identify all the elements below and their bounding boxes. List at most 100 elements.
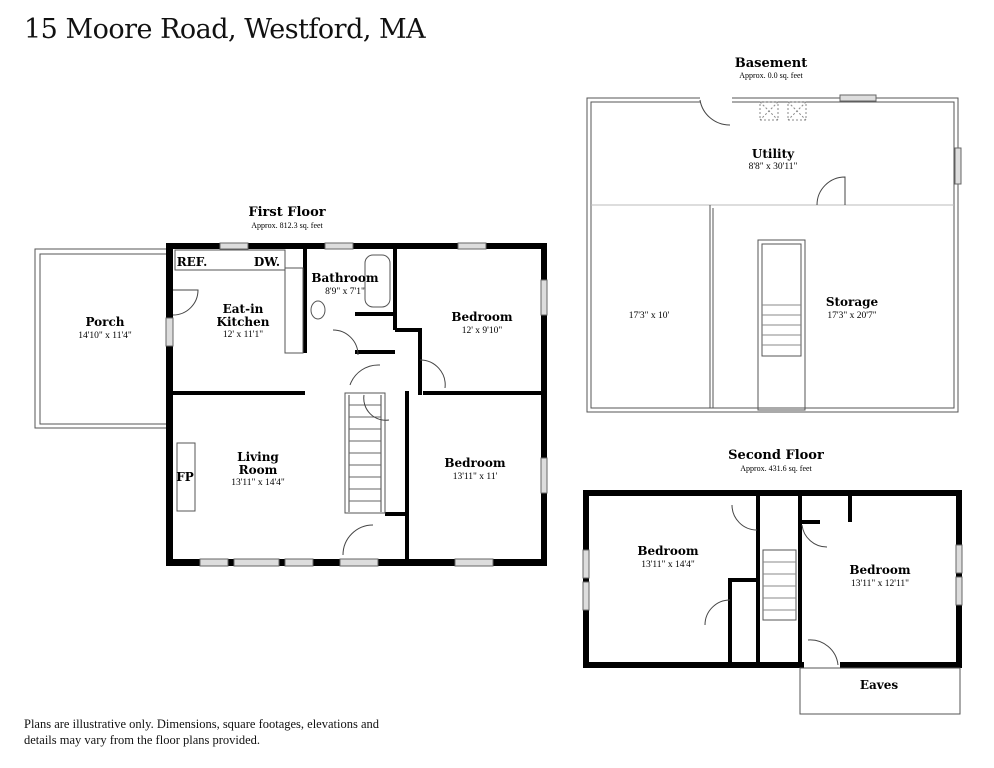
bathtub-icon — [364, 254, 391, 308]
second-floor-area: Approx. 431.6 sq. feet — [740, 464, 812, 473]
living-name-2: Room — [239, 463, 278, 477]
wall — [418, 328, 422, 395]
dw-label: DW. — [254, 255, 280, 269]
utility-name: Utility — [752, 147, 795, 161]
wall — [355, 350, 395, 354]
basement-plan: Basement Approx. 0.0 sq. feet Utility 8'… — [586, 56, 962, 413]
first-floor-title: First Floor — [248, 205, 325, 220]
window — [284, 558, 314, 567]
window — [954, 147, 962, 185]
window — [457, 242, 487, 250]
bedroom-1-name: Bedroom — [451, 310, 512, 324]
second-bedroom-2-name: Bedroom — [849, 563, 910, 577]
second-bedroom-1-dim: 13'11" x 14'4" — [641, 560, 695, 570]
door-swing — [332, 329, 359, 356]
wall — [393, 245, 397, 330]
second-floor-stairs — [762, 549, 797, 621]
basement-outline — [586, 97, 959, 413]
door-opening — [804, 660, 840, 670]
second-floor-title: Second Floor — [728, 448, 824, 463]
door-swing — [807, 639, 839, 666]
wall — [173, 391, 305, 395]
bathroom-name: Bathroom — [311, 271, 379, 285]
door-swing — [342, 524, 374, 556]
disclaimer-text: Plans are illustrative only. Dimensions,… — [24, 717, 380, 747]
property-title: 15 Moore Road, Westford, MA — [24, 14, 426, 45]
porch-name: Porch — [85, 315, 124, 329]
window — [219, 242, 249, 250]
stair-treads — [349, 404, 381, 502]
window — [324, 242, 354, 250]
wall — [583, 662, 962, 668]
storage-name: Storage — [826, 295, 879, 309]
utility-dim: 8'8" x 30'11" — [749, 162, 798, 172]
wall — [728, 578, 732, 664]
wall — [423, 391, 543, 395]
stairs — [344, 392, 386, 514]
eaves-outline — [799, 667, 961, 715]
wall — [798, 496, 802, 666]
storage-dim: 17'3" x 20'7" — [827, 311, 876, 321]
door-swing — [731, 504, 758, 531]
wall — [583, 490, 962, 496]
second-floor-plan: Second Floor Approx. 431.6 sq. feet — [582, 448, 963, 715]
living-dim: 13'11" x 14'4" — [231, 478, 285, 488]
living-name-1: Living — [237, 450, 279, 464]
window — [582, 581, 590, 611]
door-swing — [699, 99, 731, 126]
window — [955, 544, 963, 574]
bathroom-dim: 8'9" x 7'1" — [325, 287, 365, 297]
column-markers — [759, 101, 807, 121]
window — [582, 549, 590, 579]
door-swing — [363, 394, 390, 421]
wall — [728, 578, 758, 582]
door-swing — [349, 364, 381, 386]
window — [540, 279, 548, 316]
wall — [303, 245, 307, 353]
sink-icon — [310, 300, 326, 320]
front-door-threshold — [339, 558, 379, 567]
stair-flight — [761, 243, 802, 357]
door-swing — [704, 599, 731, 626]
wall — [583, 490, 589, 668]
window — [955, 576, 963, 606]
stair-treads — [762, 304, 801, 346]
wall — [166, 243, 547, 249]
unnamed-room-dim: 17'3" x 10' — [629, 311, 670, 321]
wall — [405, 391, 409, 561]
fp-label: FP — [176, 470, 194, 484]
door-swing — [801, 524, 828, 548]
wall — [385, 512, 407, 516]
basement-title: Basement — [735, 56, 807, 71]
wall — [541, 243, 547, 566]
wall — [355, 312, 395, 316]
window — [540, 457, 548, 494]
door-opening — [700, 96, 732, 104]
window — [165, 317, 174, 347]
kitchen-name-1: Eat-in — [223, 302, 264, 316]
wall — [800, 520, 820, 524]
wall — [395, 328, 421, 332]
kitchen-name-2: Kitchen — [217, 315, 270, 329]
door-swing — [816, 176, 846, 206]
window — [233, 558, 280, 567]
wall — [848, 496, 852, 522]
bedroom-2-name: Bedroom — [444, 456, 505, 470]
window — [839, 94, 877, 102]
porch-dim: 14'10" x 11'4" — [78, 331, 132, 341]
kitchen-counter — [174, 249, 286, 271]
door-swing — [419, 359, 446, 389]
fireplace — [176, 442, 196, 512]
door-swing — [172, 289, 199, 316]
bedroom-2-dim: 13'11" x 11' — [453, 472, 498, 482]
first-floor-area: Approx. 812.3 sq. feet — [251, 221, 323, 230]
first-floor-plan: First Floor Approx. 812.3 sq. feet — [34, 205, 548, 567]
window — [454, 558, 494, 567]
wall — [166, 243, 173, 566]
window — [199, 558, 229, 567]
kitchen-counter — [284, 267, 304, 354]
basement-stairs — [757, 239, 806, 411]
stair-treads — [763, 561, 796, 611]
